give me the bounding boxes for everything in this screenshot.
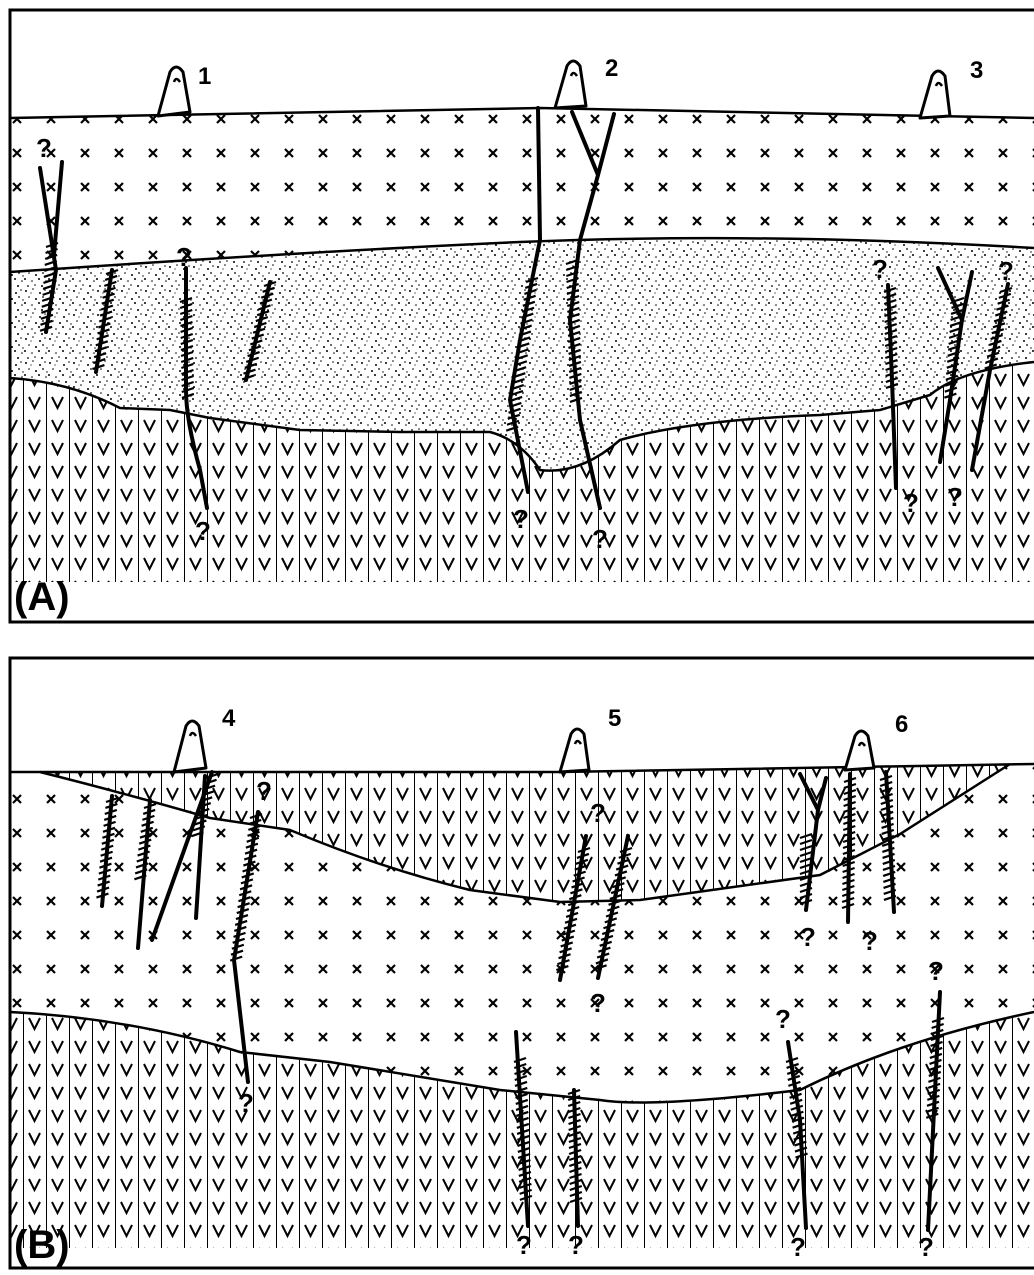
well-label-4: 4 (222, 705, 236, 732)
svg-text:?: ? (513, 504, 529, 534)
well-3 (920, 71, 950, 118)
panel-label-b: (B) (14, 1223, 70, 1267)
svg-text:?: ? (592, 524, 608, 554)
svg-text:?: ? (800, 922, 816, 952)
svg-text:?: ? (256, 776, 272, 806)
well-label-5: 5 (608, 705, 621, 732)
svg-text:?: ? (998, 256, 1014, 286)
svg-text:?: ? (903, 488, 919, 518)
well-1 (158, 67, 190, 116)
well-6 (845, 731, 874, 770)
svg-text:?: ? (928, 956, 944, 986)
well-5 (560, 729, 589, 772)
well-label-3: 3 (970, 57, 983, 84)
svg-text:?: ? (238, 1088, 254, 1118)
svg-text:?: ? (918, 1232, 934, 1262)
well-label-6: 6 (895, 711, 908, 738)
svg-text:?: ? (568, 1230, 584, 1260)
svg-text:?: ? (195, 516, 211, 546)
panel-label-a: (A) (14, 575, 70, 619)
svg-text:?: ? (590, 988, 606, 1018)
panel-b: 4 5 6 ? ? ? ? ? ? (10, 658, 1034, 1268)
well-4 (174, 721, 206, 772)
well-label-2: 2 (605, 55, 618, 82)
svg-text:?: ? (775, 1004, 791, 1034)
panel-a: 1 2 3 ? ? ? ? ? ? ? ? (10, 10, 1034, 622)
svg-text:?: ? (516, 1230, 532, 1260)
well-2 (555, 61, 586, 108)
well-label-1: 1 (198, 63, 211, 90)
svg-text:?: ? (176, 242, 192, 272)
svg-text:?: ? (590, 798, 606, 828)
svg-text:?: ? (947, 482, 963, 512)
svg-text:?: ? (36, 133, 52, 163)
svg-text:?: ? (790, 1232, 806, 1262)
svg-text:?: ? (872, 254, 888, 284)
svg-text:?: ? (862, 926, 878, 956)
